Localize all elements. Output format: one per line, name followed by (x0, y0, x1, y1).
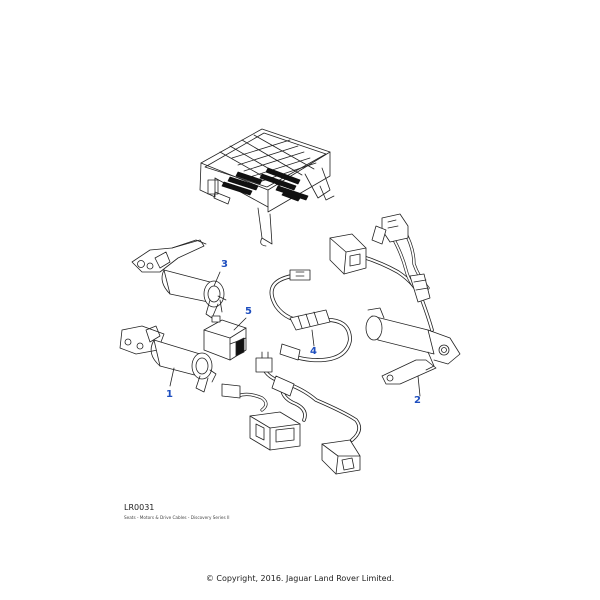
motor-assembly-3 (131, 239, 227, 319)
cable-loop-4 (269, 269, 352, 363)
wiring-harness-upper (329, 213, 434, 332)
diagram-caption: Seats - Motors & Drive Cables - Discover… (124, 515, 230, 520)
motor-assembly-2 (365, 307, 461, 397)
callout-3: 3 (221, 259, 228, 270)
copyright-notice: © Copyright, 2016. Jaguar Land Rover Lim… (205, 574, 395, 583)
motor-assembly-1 (119, 325, 217, 393)
seat-frame (199, 128, 335, 247)
reference-code: LR0031 (124, 503, 155, 512)
callout-2: 2 (414, 395, 421, 406)
callout-4: 4 (310, 346, 317, 357)
wiring-harness-lower (221, 351, 361, 475)
switch-block-5 (203, 315, 247, 361)
callout-5: 5 (245, 306, 252, 317)
callout-1: 1 (166, 389, 173, 400)
